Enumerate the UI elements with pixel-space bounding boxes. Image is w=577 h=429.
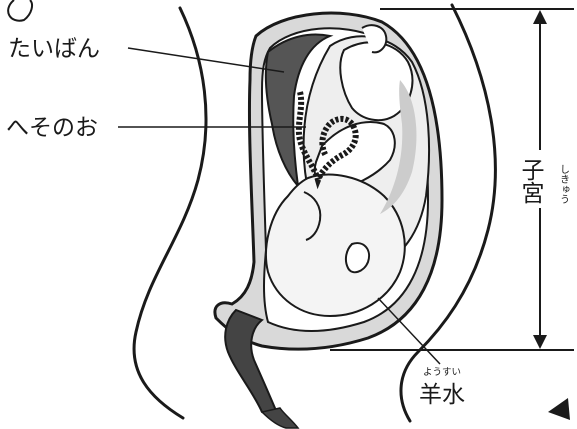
amniotic-fluid-label: 羊水 [419,382,465,408]
fetus-head [266,175,405,316]
uterus-ruby: しきゅう [558,164,569,204]
fetus-ear [346,243,369,272]
umbilical-cord-label: へそのお [6,115,98,141]
arrow-down-icon [533,335,547,349]
arrow-up-icon [533,10,547,24]
placenta-label: たいばん [8,36,100,62]
corner-leaf-icon [8,0,32,21]
uterus-label: 子宮 [517,158,544,204]
amniotic-fluid-ruby: ようすい [423,367,461,378]
corner-pointer-mark [548,398,570,420]
mother-back-outline [134,8,206,418]
vaginal-canal [262,408,298,428]
